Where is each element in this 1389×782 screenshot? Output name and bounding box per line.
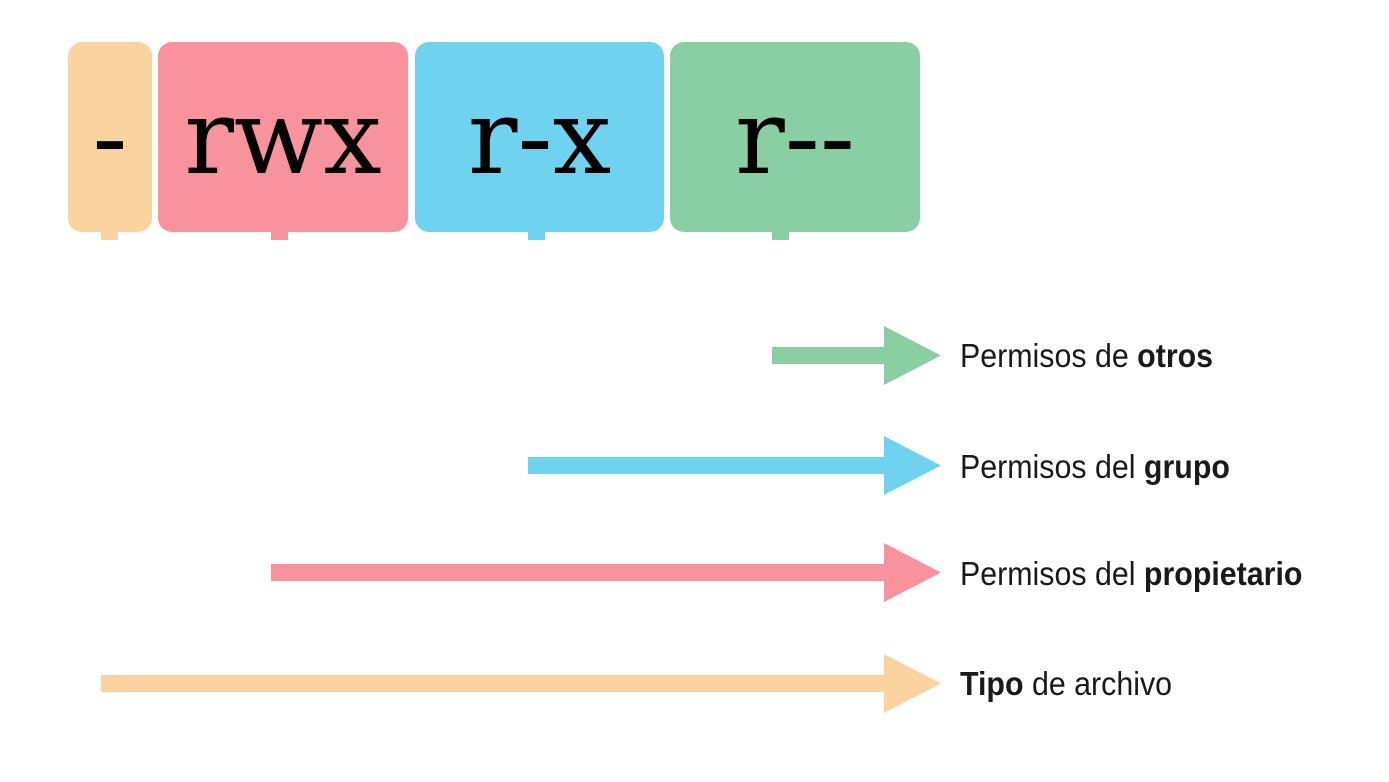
permission-chars-owner: rwx xyxy=(184,76,382,198)
label-type-suffix: de archivo xyxy=(1023,665,1173,702)
connector-other xyxy=(772,210,941,385)
connector-owner-stem xyxy=(271,210,288,240)
connector-owner-path xyxy=(271,225,941,602)
permission-chars-group: r-x xyxy=(467,76,612,198)
connector-type-stem xyxy=(101,210,118,240)
permission-block-other: r-- xyxy=(670,42,920,232)
permission-chars-other: r-- xyxy=(735,76,855,198)
label-group-prefix: Permisos del xyxy=(960,448,1144,485)
label-group: Permisos del grupo xyxy=(960,450,1230,483)
connector-type xyxy=(101,210,941,713)
label-type-bold: Tipo xyxy=(960,665,1024,702)
permission-block-type: - xyxy=(68,42,152,232)
label-owner-prefix: Permisos del xyxy=(960,555,1144,592)
label-other-prefix: Permisos de xyxy=(960,337,1138,374)
connector-owner xyxy=(271,210,941,602)
connector-other-path xyxy=(772,225,941,385)
permission-block-owner: rwx xyxy=(158,42,408,232)
label-owner: Permisos del propietario xyxy=(960,557,1302,590)
connector-other-stem xyxy=(772,210,789,240)
label-type: Tipo de archivo xyxy=(960,667,1172,700)
connector-group-stem xyxy=(528,210,545,240)
label-other-bold: otros xyxy=(1137,337,1214,374)
label-owner-bold: propietario xyxy=(1143,555,1303,592)
label-other: Permisos de otros xyxy=(960,339,1213,372)
label-group-bold: grupo xyxy=(1143,448,1230,485)
permission-block-group: r-x xyxy=(415,42,664,232)
connector-group xyxy=(528,210,941,495)
connector-group-path xyxy=(528,225,941,495)
permission-chars-type: - xyxy=(92,76,128,198)
